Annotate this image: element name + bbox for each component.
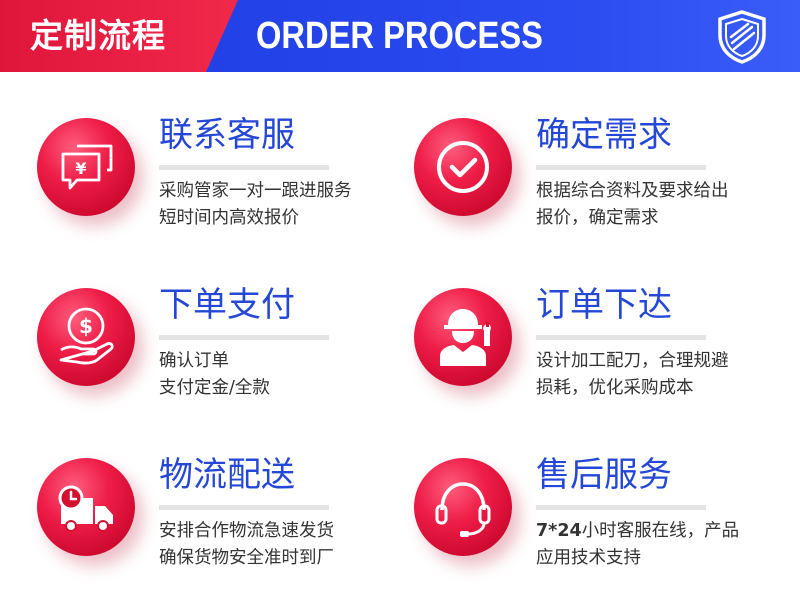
step-icon-circle	[414, 458, 512, 556]
desc-line-2: 确保货物安全准时到厂	[159, 548, 334, 568]
hours-highlight: 7*24	[536, 521, 582, 541]
svg-text:¥: ¥	[75, 159, 86, 178]
desc-line-1: 确认订单	[159, 351, 229, 371]
step-place-order-pay: $ 下单支付 确认订单 支付定金/全款	[37, 285, 417, 438]
step-description: 设计加工配刀，合理规避 损耗，优化采购成本	[536, 348, 776, 402]
step-title: 物流配送	[159, 455, 295, 495]
step-description: 7*24小时客服在线，产品 应用技术支持	[536, 518, 776, 572]
divider	[536, 335, 706, 340]
step-title: 订单下达	[536, 285, 672, 325]
step-description: 根据综合资料及要求给出 报价，确定需求	[536, 178, 776, 232]
step-order-issued: 订单下达 设计加工配刀，合理规避 损耗，优化采购成本	[414, 285, 794, 438]
shield-check-icon	[718, 10, 766, 64]
step-description: 采购管家一对一跟进服务 短时间内高效报价	[159, 178, 399, 232]
header-title-cn: 定制流程	[30, 16, 166, 55]
hand-dollar-icon: $	[59, 307, 114, 365]
step-description: 安排合作物流急速发货 确保货物安全准时到厂	[159, 518, 399, 572]
header-banner: 定制流程 ORDER PROCESS	[0, 0, 800, 72]
step-description: 确认订单 支付定金/全款	[159, 348, 399, 402]
step-title: 确定需求	[536, 115, 672, 155]
desc-line-1: 安排合作物流急速发货	[159, 521, 334, 541]
step-logistics: 物流配送 安排合作物流急速发货 确保货物安全准时到厂	[37, 455, 417, 608]
header-title-en: ORDER PROCESS	[256, 15, 543, 57]
desc-line-1: 设计加工配刀，合理规避	[536, 351, 729, 371]
divider	[159, 335, 329, 340]
header-background	[0, 0, 800, 72]
step-icon-circle: $	[37, 288, 135, 386]
step-after-sales: 售后服务 7*24小时客服在线，产品 应用技术支持	[414, 455, 794, 608]
step-title: 下单支付	[159, 285, 295, 325]
divider	[159, 505, 329, 510]
worker-wrench-icon	[440, 309, 491, 366]
step-confirm-requirements: 确定需求 根据综合资料及要求给出 报价，确定需求	[414, 115, 794, 268]
step-title: 售后服务	[536, 455, 672, 495]
desc-line-2: 支付定金/全款	[159, 378, 270, 398]
desc-line-1: 根据综合资料及要求给出	[536, 181, 729, 201]
step-icon-circle	[37, 458, 135, 556]
desc-line-1: 7*24小时客服在线，产品	[536, 518, 776, 545]
divider	[536, 165, 706, 170]
desc-line-2: 短时间内高效报价	[159, 208, 299, 228]
desc-line-1-rest: 小时客服在线，产品	[581, 521, 740, 541]
step-contact-service: ¥ 联系客服 采购管家一对一跟进服务 短时间内高效报价	[37, 115, 417, 268]
divider	[536, 505, 706, 510]
desc-line-1: 采购管家一对一跟进服务	[159, 181, 352, 201]
step-icon-circle: ¥	[37, 118, 135, 216]
headset-icon	[435, 482, 491, 537]
desc-line-2: 应用技术支持	[536, 548, 641, 568]
truck-clock-icon	[58, 485, 113, 532]
step-icon-circle	[414, 118, 512, 216]
step-title: 联系客服	[159, 115, 295, 155]
chat-yen-icon: ¥	[61, 144, 113, 190]
desc-line-2: 损耗，优化采购成本	[536, 378, 694, 398]
step-icon-circle	[414, 288, 512, 386]
divider	[159, 165, 329, 170]
desc-line-2: 报价，确定需求	[536, 208, 659, 228]
svg-text:$: $	[79, 314, 93, 338]
check-circle-icon	[437, 141, 489, 193]
